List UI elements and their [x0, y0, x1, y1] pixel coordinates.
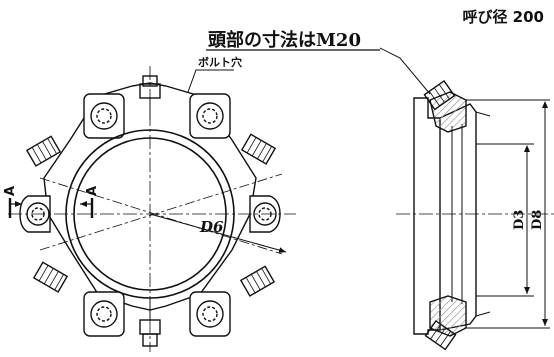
d6-label: D6: [199, 218, 224, 236]
side-body-profile: [413, 97, 441, 335]
bolt-hole-label: ボルト穴: [198, 55, 242, 69]
side-bolt-top: [423, 79, 456, 111]
section-label-right: A: [85, 186, 100, 196]
bolt-hole-leader: [187, 69, 234, 93]
section-mark-left: [8, 198, 22, 218]
d8-label: D8: [530, 210, 545, 230]
nut-upper-right: [240, 133, 277, 165]
section-label-left: A: [3, 186, 18, 196]
side-clamp-section-top: [429, 91, 467, 133]
d6-dimension-line: [149, 213, 287, 254]
side-bolt-bottom: [424, 319, 457, 351]
front-view: [8, 66, 296, 352]
head-size-leader: [379, 47, 431, 95]
section-mark-right: [80, 198, 94, 218]
centerline-diagonal-2: [39, 173, 283, 251]
bolt-lug-bottom-right: [189, 291, 231, 337]
bolt-lug-bottom-left: [83, 291, 125, 337]
nut-lower-right: [239, 265, 276, 297]
side-flange-profile: [439, 103, 477, 331]
nut-lower-left: [32, 261, 69, 293]
bolt-lug-top-right: [189, 93, 231, 139]
head-size-label: 頭部の寸法はM20: [208, 29, 361, 51]
nominal-size-label: 呼び径 200: [462, 8, 544, 26]
centerline-diagonal-1: [39, 177, 283, 255]
bolt-lug-top-left: [83, 93, 125, 139]
side-view: [379, 47, 554, 351]
nut-upper-left: [25, 135, 62, 167]
d3-label: D3: [512, 210, 527, 230]
